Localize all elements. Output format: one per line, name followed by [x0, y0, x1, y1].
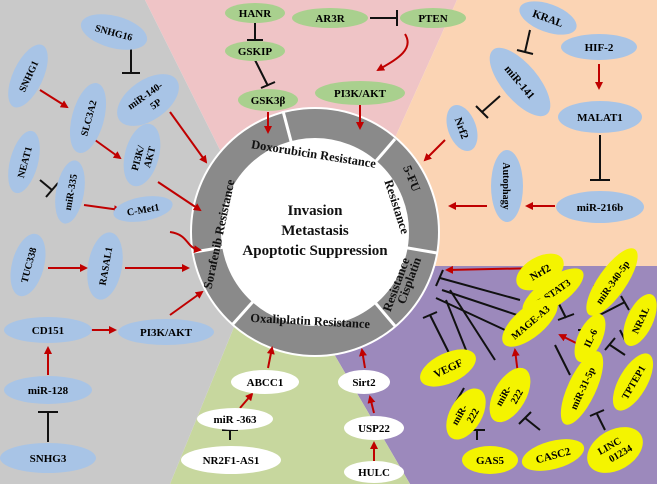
svg-text:miR -363: miR -363 [213, 414, 257, 426]
node-usp22: USP22 [344, 416, 404, 440]
svg-text:SNHG3: SNHG3 [30, 453, 67, 465]
center-line-invasion: Invasion [287, 203, 343, 219]
node-tuc338: TUC338 [10, 233, 46, 297]
edges [38, 10, 630, 461]
node-hif2: HIF-2 [561, 34, 637, 60]
node-mir216b: miR-216b [556, 191, 644, 223]
svg-text:PI3K/AKT: PI3K/AKT [140, 327, 193, 339]
node-malat1: MALAT1 [558, 101, 642, 133]
node-ar3r: AR3R [292, 8, 368, 28]
node-hanr: HANR [225, 3, 285, 23]
node-mir128: miR-128 [4, 376, 92, 404]
node-cd151: CD151 [4, 317, 92, 343]
node-pi3k-akt-sor: PI3K/ AKT [123, 123, 161, 187]
svg-text:HANR: HANR [239, 8, 272, 20]
node-pi3k-akt-sor2: PI3K/AKT [118, 319, 214, 345]
svg-text:Sirt2: Sirt2 [352, 377, 376, 389]
center-ring [190, 107, 440, 357]
node-mir141: miR-141 [489, 47, 551, 117]
node-snhg3: SNHG3 [0, 443, 96, 473]
node-autophagy: Autophagy [491, 150, 523, 222]
node-hulc: HULC [344, 461, 404, 483]
node-gas5: GAS5 [462, 446, 518, 474]
node-mir335: miR-335 [55, 160, 85, 224]
center-line-metastasis: Metastasis [281, 223, 349, 239]
node-pi3k-akt-top: PI3K/AKT [315, 81, 405, 105]
node-snhg1: SNHG1 [8, 44, 48, 108]
node-mir222-a: miR- 222 [446, 388, 486, 440]
svg-text:Autophagy: Autophagy [500, 162, 511, 209]
svg-text:USP22: USP22 [358, 423, 390, 435]
node-vegf: VEGF [420, 349, 476, 387]
node-mir363: miR -363 [197, 408, 273, 430]
svg-text:PTEN: PTEN [418, 13, 447, 25]
cisplatin-sector-bg [320, 266, 657, 484]
node-mir222-b: miR- 222 [489, 367, 531, 423]
svg-text:GSK3β: GSK3β [251, 95, 286, 107]
svg-text:GSKIP: GSKIP [238, 46, 273, 58]
node-snhg16: SNHG16 [80, 14, 148, 50]
node-cmet1: C-Met1 [113, 196, 173, 222]
node-gskip: GSKIP [225, 41, 285, 61]
node-rasal1: RASAL1 [87, 232, 123, 300]
node-nrf2-fu: Nrf2 [446, 104, 478, 152]
node-tptep1: TPTEP1 [612, 353, 654, 411]
svg-text:CD151: CD151 [32, 325, 64, 337]
node-linc01234: LINC 01234 [587, 427, 643, 473]
center-line-apoptotic: Apoptotic Suppression [242, 243, 388, 259]
node-il6: IL-6 [574, 313, 606, 363]
svg-text:MALAT1: MALAT1 [577, 112, 623, 124]
svg-text:miR-128: miR-128 [28, 385, 69, 397]
node-nr2f1: NR2F1-AS1 [181, 446, 281, 474]
svg-text:PI3K/AKT: PI3K/AKT [334, 88, 387, 100]
node-nral: NRAL [623, 294, 657, 346]
center-text: Invasion Metastasis Apoptotic Suppressio… [242, 203, 388, 259]
svg-text:HIF-2: HIF-2 [585, 42, 614, 54]
svg-text:HULC: HULC [358, 467, 390, 479]
svg-text:AR3R: AR3R [315, 13, 345, 25]
node-mir3405p: miR-340-5p [586, 248, 638, 316]
svg-text:GAS5: GAS5 [476, 455, 505, 467]
node-neat1: NEAT1 [8, 130, 40, 194]
node-pten: PTEN [400, 8, 466, 28]
svg-text:AKT: AKT [142, 145, 158, 169]
svg-text:miR-216b: miR-216b [577, 202, 623, 214]
node-gsk3b: GSK3β [238, 89, 298, 111]
node-casc2: CASC2 [521, 439, 585, 471]
node-kral: KRAL [519, 1, 577, 35]
svg-text:5P: 5P [148, 97, 163, 112]
svg-text:ABCC1: ABCC1 [247, 377, 284, 389]
sorafenib-sector-bg [0, 0, 245, 484]
node-abcc1: ABCC1 [231, 370, 299, 394]
node-sirt2: Sirt2 [338, 370, 390, 394]
oxaliplatin-title: Oxaliplatin Resistance [250, 311, 371, 331]
svg-text:NR2F1-AS1: NR2F1-AS1 [203, 455, 260, 467]
node-slc3a2: SLC3A2 [69, 82, 107, 154]
